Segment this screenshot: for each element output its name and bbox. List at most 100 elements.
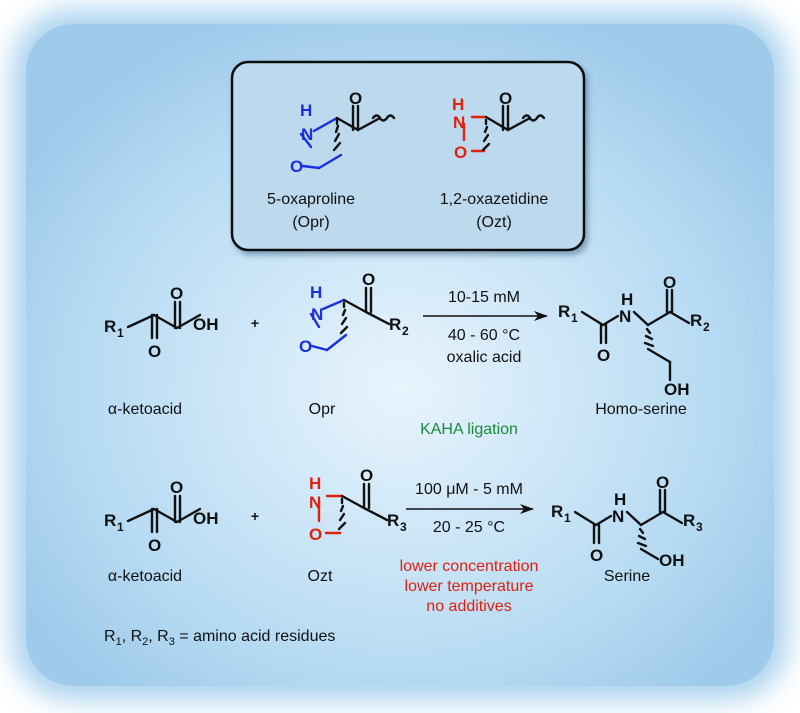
bond-c-c — [317, 153, 343, 170]
r1-condition-additive: oxalic acid — [447, 349, 522, 366]
r1-label-homoserine: Homo-serine — [595, 401, 687, 418]
r2-note-temperature: lower temperature — [405, 578, 534, 595]
atom-carbonyl-o: O — [499, 89, 512, 108]
kaha-ligation-label: KAHA ligation — [420, 421, 518, 438]
atom-r: R — [104, 511, 116, 530]
wavy-bond — [371, 114, 396, 122]
homoserine-product: R 1 H N O O R 2 OH — [558, 273, 710, 399]
atom-h: H — [310, 283, 322, 302]
r1-condition-top: 10-15 mM — [448, 289, 520, 306]
bond — [580, 310, 605, 327]
atom-r: R — [551, 502, 563, 521]
ketoacid-2: R 1 O O OH — [104, 478, 219, 555]
subscript-1: 1 — [117, 326, 124, 340]
footer-legend: R1, R2, R3 = amino acid residues — [104, 628, 335, 648]
atom-h: H — [614, 490, 626, 509]
atom-o: O — [362, 270, 375, 289]
bond — [639, 510, 665, 527]
serine-product: R 1 H N O O R 3 OH — [551, 473, 703, 570]
footer-sep: , — [148, 628, 157, 645]
atom-h: H — [452, 95, 464, 114]
bond — [601, 314, 620, 327]
atom-oh: OH — [193, 315, 219, 334]
r2-label-ketoacid: α-ketoacid — [108, 568, 182, 585]
atom-r: R — [690, 311, 702, 330]
footer-sub3: 3 — [169, 636, 175, 648]
bond — [632, 310, 650, 327]
ozt-name: 1,2-oxazetidine — [440, 191, 549, 208]
subscript-1: 1 — [117, 520, 124, 534]
bond — [594, 514, 613, 527]
hash-wedge — [636, 527, 648, 548]
atom-o: O — [590, 546, 603, 565]
bond-c-co — [335, 116, 360, 132]
hash-wedge — [332, 118, 342, 152]
atom-o: O — [663, 273, 676, 292]
atom-h: H — [621, 290, 633, 309]
bond-n-c — [312, 116, 339, 133]
atom-n: N — [453, 113, 465, 132]
bond — [309, 312, 321, 329]
bond — [362, 506, 389, 522]
footer-suffix: = amino acid residues — [175, 628, 336, 645]
ozt-abbr: (Ozt) — [476, 214, 512, 231]
opr-name: 5-oxaproline — [267, 191, 355, 208]
bond — [573, 510, 598, 527]
subscript-1: 1 — [571, 311, 578, 325]
atom-o: O — [148, 536, 161, 555]
atom-r: R — [558, 302, 570, 321]
atom-oh: OH — [664, 380, 690, 399]
hash-wedge — [337, 497, 347, 531]
atom-o: O — [360, 466, 373, 485]
bond — [625, 510, 643, 527]
bond — [646, 310, 672, 327]
bond — [321, 298, 346, 311]
bond — [364, 310, 391, 326]
r1-label-opr: Opr — [309, 401, 336, 418]
plus-sign: + — [251, 315, 259, 331]
subscript-2: 2 — [703, 320, 710, 334]
bond — [661, 510, 684, 525]
atom-r: R — [104, 317, 116, 336]
footer-r: R — [157, 628, 169, 645]
bond — [126, 313, 156, 329]
r1-label-ketoacid: α-ketoacid — [108, 401, 182, 418]
r2-label-serine: Serine — [604, 568, 650, 585]
atom-o: O — [309, 525, 322, 544]
atom-r: R — [683, 511, 695, 530]
atom-o: O — [170, 478, 183, 497]
hash-wedge — [339, 301, 349, 335]
bond — [310, 344, 329, 352]
bond-co-r — [356, 116, 382, 132]
bond — [325, 333, 348, 352]
atom-h: H — [300, 101, 312, 120]
bond-o-c — [301, 164, 321, 170]
atom-carbonyl-o: O — [349, 89, 362, 108]
r2-note-additives: no additives — [426, 598, 511, 615]
hash-wedge — [643, 327, 655, 348]
subscript-3: 3 — [400, 520, 407, 534]
bond — [342, 298, 368, 314]
wavy-bond — [521, 114, 546, 122]
r2-note-concentration: lower concentration — [400, 558, 539, 575]
bond — [340, 494, 366, 510]
bond-c-co — [484, 115, 510, 132]
ozt-structure: H N O O — [452, 89, 546, 162]
bond-co-r — [506, 116, 532, 132]
atom-n: N — [619, 307, 631, 326]
bond — [639, 547, 660, 561]
atom-n: N — [301, 125, 313, 144]
atom-o: O — [290, 157, 303, 176]
r2-condition-temp: 20 - 25 °C — [433, 519, 505, 536]
opr-structure: H N O O — [290, 89, 396, 176]
opr-reactant: H N O O R 2 — [299, 270, 409, 356]
plus-sign: + — [251, 508, 259, 524]
footer-r: R — [104, 628, 116, 645]
subscript-1: 1 — [564, 511, 571, 525]
atom-r: R — [387, 511, 399, 530]
bond-n-o — [299, 132, 313, 149]
atom-o: O — [148, 342, 161, 361]
atom-n: N — [612, 507, 624, 526]
